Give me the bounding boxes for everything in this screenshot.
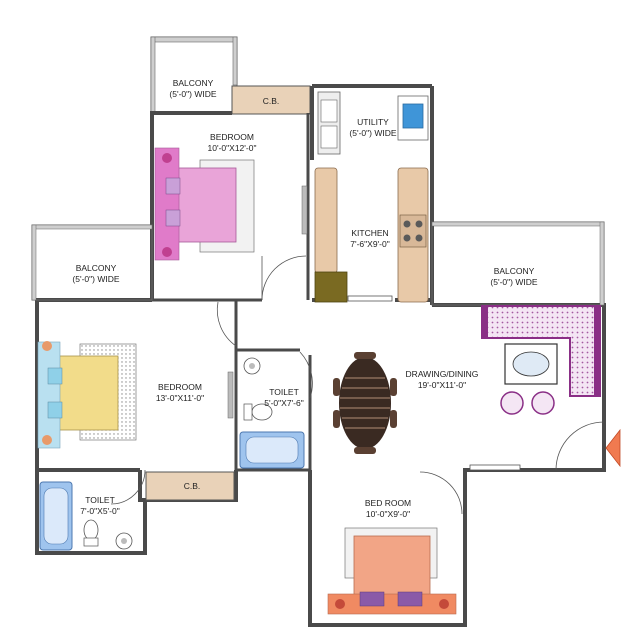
bed-left bbox=[37, 341, 234, 449]
dining-table bbox=[333, 352, 397, 454]
hob-icon bbox=[399, 214, 427, 248]
bed-top bbox=[154, 147, 308, 261]
balcony-right-area bbox=[431, 221, 605, 306]
toilet-mid-fixtures bbox=[239, 357, 305, 469]
entrance-arrow-icon bbox=[605, 428, 621, 468]
room-labels: BALCONY(5'-0") WIDE C.B. UTILITY(5'-0") … bbox=[72, 78, 537, 519]
toilet-left-fixtures bbox=[39, 481, 133, 551]
utility-area bbox=[317, 91, 429, 155]
label-cb-bottom: C.B. bbox=[184, 481, 201, 491]
bed-bottom bbox=[327, 527, 457, 615]
cupboard-top bbox=[231, 85, 311, 115]
balcony-left-area bbox=[31, 224, 153, 301]
kitchen-counters bbox=[314, 167, 429, 303]
label-cb-top: C.B. bbox=[263, 96, 280, 106]
label-balcony-top: BALCONY(5'-0") WIDE bbox=[169, 78, 216, 99]
sofa-set bbox=[481, 305, 601, 415]
doors bbox=[110, 255, 605, 515]
inner-walls bbox=[152, 113, 312, 472]
label-balcony-left: BALCONY(5'-0") WIDE bbox=[72, 263, 119, 284]
label-balcony-right: BALCONY(5'-0") WIDE bbox=[490, 266, 537, 287]
cupboard-bottom bbox=[145, 471, 235, 501]
label-utility: UTILITY(5'-0") WIDE bbox=[349, 117, 396, 138]
balcony-top-area bbox=[150, 36, 238, 114]
windows bbox=[347, 295, 521, 471]
